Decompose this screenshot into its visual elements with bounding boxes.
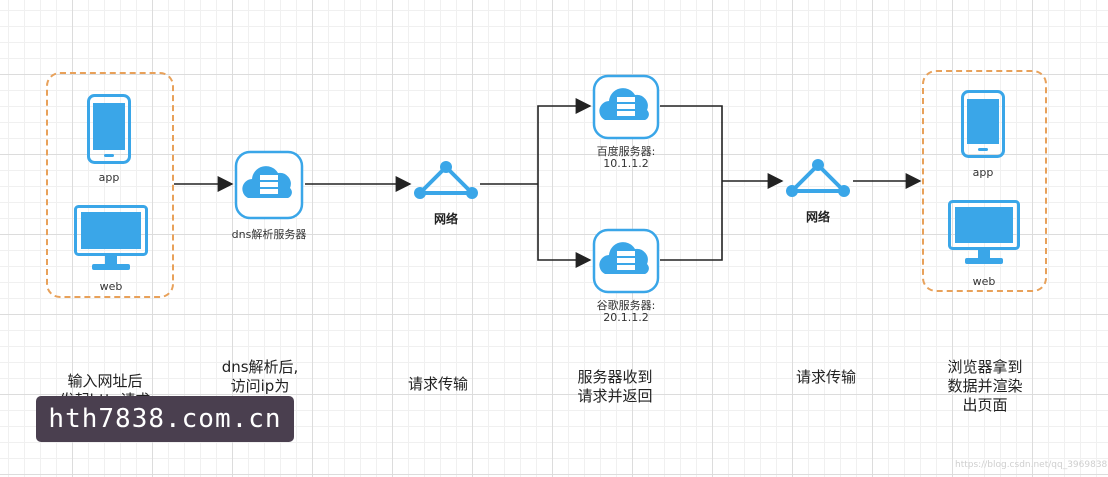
cloud-server-icon [592,228,660,294]
source-credit: https://blog.csdn.net/qq_39698381 [955,460,1108,470]
caption-line: 数据并渲染 [947,377,1023,395]
cloud-server-icon [234,150,304,220]
caption-line: 请求传输 [795,368,856,386]
caption-line: 输入网址后 [67,372,143,390]
baidu-server-ip: 10.1.1.2 [603,157,649,170]
cloud-server-icon [592,74,660,140]
network-label: 网络 [433,212,458,226]
arrow-to-baidu [537,98,592,184]
caption-step3: 请求传输 [388,375,488,394]
client-group-right [922,70,1047,292]
monitor-icon [74,205,148,270]
caption-step4: 服务器收到 请求并返回 [560,368,670,406]
device-label-web: web [99,280,123,293]
network-label: 网络 [805,210,830,224]
network-icon [786,159,850,197]
client-group-left [46,72,174,298]
arrow-to-google [537,184,592,268]
line-baidu-to-join [660,105,723,181]
caption-step5: 请求传输 [776,368,876,387]
caption-line: 请求并返回 [577,387,653,405]
caption-line: 请求传输 [407,375,468,393]
device-label-app: app [98,171,120,184]
baidu-server-name: 百度服务器: [596,145,656,158]
caption-line: 浏览器拿到 [947,358,1023,376]
caption-line: 访问ip为 [230,377,290,395]
caption-line: dns解析后, [221,358,299,376]
device-label-app: app [972,166,994,179]
caption-step6: 浏览器拿到 数据并渲染 出页面 [930,358,1040,415]
line-google-to-join [660,181,723,261]
network-icon [414,161,478,199]
phone-icon [961,90,1005,158]
monitor-icon [948,200,1020,264]
caption-line: 服务器收到 [577,368,653,386]
google-server-name: 谷歌服务器: [596,299,656,312]
phone-icon [87,94,131,164]
watermark-banner: hth7838.com.cn [36,396,294,442]
dns-server-label: dns解析服务器 [231,228,307,241]
google-server-ip: 20.1.1.2 [603,311,649,324]
device-label-web: web [972,275,996,288]
caption-line: 出页面 [962,396,1008,414]
